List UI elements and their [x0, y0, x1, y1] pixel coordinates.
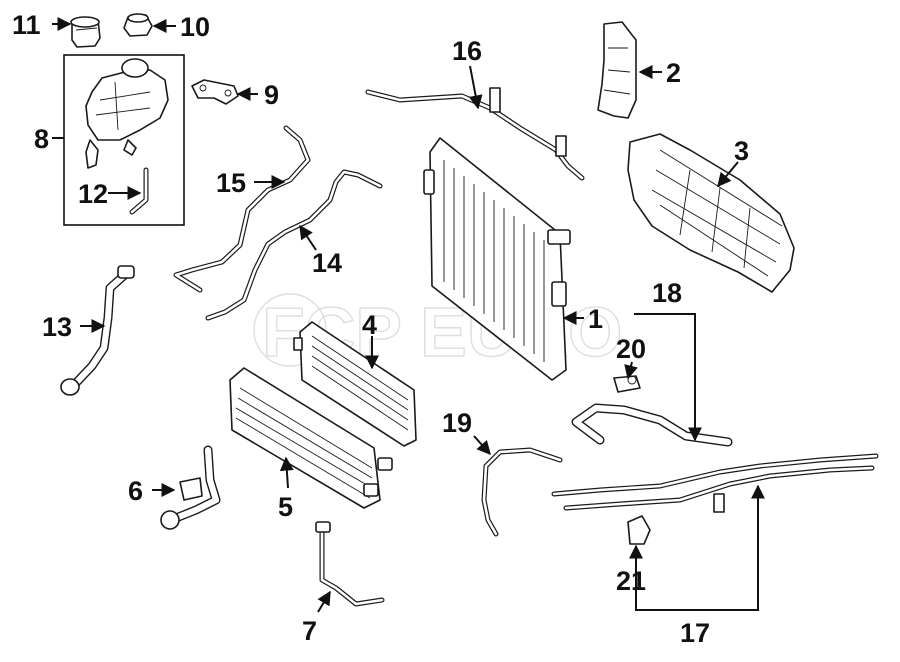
callout-15: 15 — [216, 168, 246, 198]
part-17-pipe — [551, 453, 879, 513]
part-15-hose — [173, 125, 311, 293]
part-6-hose — [160, 445, 221, 530]
part-8-reservoir-group — [63, 54, 185, 226]
callout-11: 11 — [12, 10, 41, 40]
part-10-cap — [123, 13, 153, 37]
callout-21: 21 — [616, 566, 646, 596]
callout-19: 19 — [442, 408, 472, 438]
callout-2: 2 — [666, 58, 681, 88]
callout-1: 1 — [588, 304, 603, 334]
part-5-intercooler — [229, 367, 393, 509]
callout-8: 8 — [34, 124, 49, 154]
callout-7: 7 — [302, 616, 317, 646]
part-3-shroud — [627, 133, 795, 293]
part-20-fitting — [613, 375, 641, 393]
part-4-cooler — [293, 321, 417, 447]
part-11-cap — [70, 16, 101, 48]
callout-20: 20 — [616, 334, 646, 364]
callout-6: 6 — [128, 476, 143, 506]
part-7-hose — [315, 521, 385, 607]
part-2-duct — [597, 21, 637, 119]
callout-10: 10 — [180, 12, 210, 42]
callout-13: 13 — [42, 312, 72, 342]
callout-17: 17 — [680, 618, 710, 648]
leader-lines — [52, 17, 765, 613]
callout-18: 18 — [652, 278, 682, 308]
part-18-hose — [571, 403, 733, 447]
callout-9: 9 — [264, 80, 279, 110]
part-14-hose — [205, 169, 383, 321]
callout-12: 12 — [78, 179, 108, 209]
part-12-hose — [129, 167, 149, 215]
callout-16: 16 — [452, 36, 482, 66]
part-19-hose — [481, 447, 563, 537]
part-21-fitting — [627, 515, 651, 545]
part-1-radiator — [423, 137, 571, 381]
part-13-hose — [60, 265, 135, 396]
callout-labels: 11 10 8 9 12 15 14 16 2 3 1 4 13 5 6 7 1… — [12, 10, 749, 648]
part-9-bracket — [191, 79, 239, 105]
callout-5: 5 — [278, 492, 293, 522]
callout-14: 14 — [312, 248, 342, 278]
callout-4: 4 — [362, 310, 377, 340]
part-16-pipe — [365, 87, 585, 181]
callout-3: 3 — [734, 136, 749, 166]
